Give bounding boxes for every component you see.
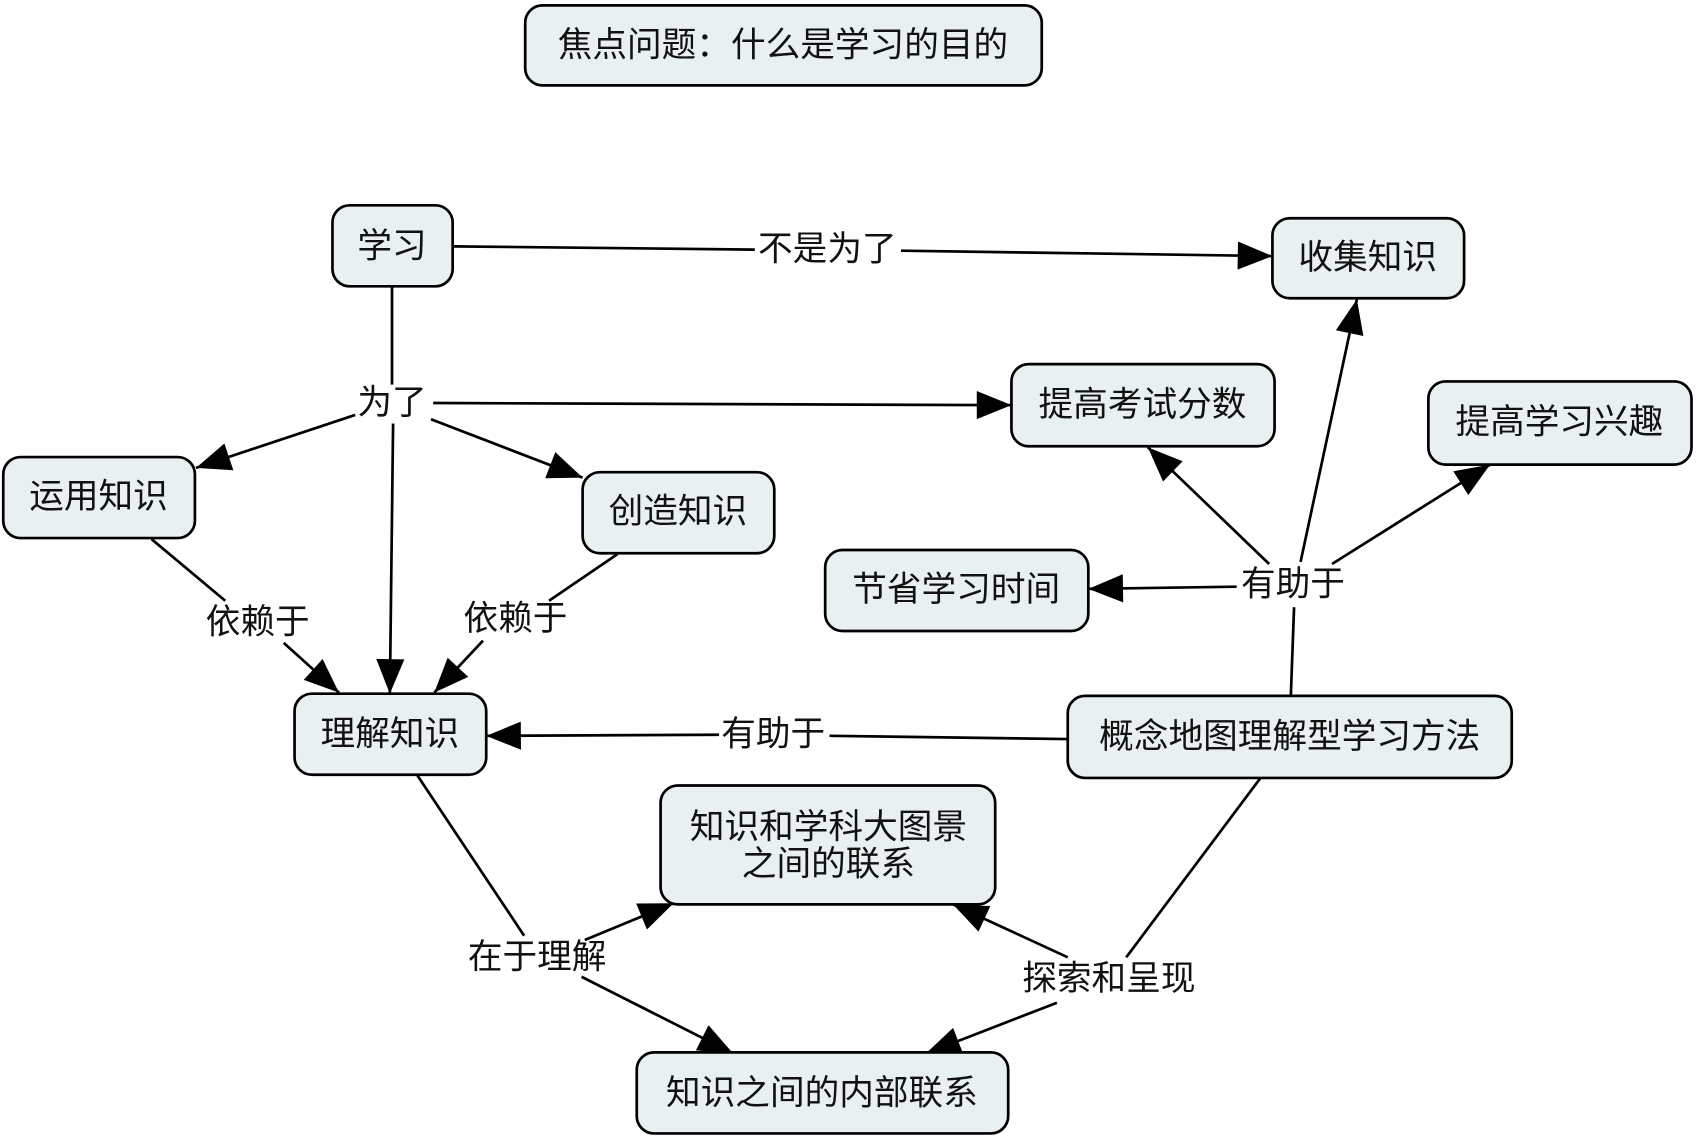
link-apply-to-depends-on	[150, 538, 227, 602]
concept-nodes: 焦点问题：什么是学习的目的 学习 收集知识 提高考试分数 提高学习兴趣 运用知识…	[1, 4, 1693, 1135]
node-box	[1, 455, 197, 540]
node-label: 收集知识	[1298, 238, 1437, 278]
node-label-line-2: 之间的联系	[742, 844, 915, 884]
node-concept-map-method: 概念地图理解型学习方法	[1066, 694, 1514, 780]
node-label: 概念地图理解型学习方法	[1099, 717, 1480, 757]
node-internal-links: 知识之间的内部联系	[635, 1051, 1010, 1135]
arrowhead	[1453, 464, 1491, 495]
node-box	[659, 784, 997, 906]
link-helps-to-understand-knowledge	[486, 733, 720, 738]
node-box	[1271, 216, 1466, 300]
link-create-to-depends-on	[548, 553, 619, 602]
node-label: 提高考试分数	[1039, 385, 1247, 425]
arrowhead	[376, 658, 405, 694]
node-learning: 学习	[331, 203, 455, 288]
link-method-to-helps-top	[1289, 607, 1296, 696]
focus-question-label: 焦点问题：什么是学习的目的	[558, 25, 1008, 65]
arrowhead	[1088, 574, 1124, 603]
arrowhead	[486, 721, 521, 750]
link-label-helps-bottom: 有助于	[721, 715, 825, 755]
node-label: 知识之间的内部联系	[666, 1073, 978, 1113]
node-box	[1066, 694, 1514, 780]
node-label: 运用知识	[29, 477, 168, 517]
link-label-lies-in-understanding: 在于理解	[468, 937, 607, 977]
link-understand-to-lies-in	[415, 773, 526, 937]
node-label: 学习	[357, 226, 426, 266]
arrowhead	[434, 657, 469, 693]
link-for-to-raise-exam-scores	[433, 401, 1012, 407]
node-create-knowledge: 创造知识	[581, 470, 776, 555]
arrowhead	[1147, 447, 1183, 482]
arrowhead	[545, 452, 583, 479]
node-box	[331, 203, 455, 288]
node-label: 创造知识	[609, 492, 748, 532]
arrowhead	[636, 903, 674, 930]
link-label-for: 为了	[357, 383, 426, 423]
node-box	[1010, 362, 1276, 448]
node-label: 理解知识	[321, 715, 460, 755]
link-label-depends-on-right: 依赖于	[463, 599, 567, 639]
node-label: 节省学习时间	[852, 570, 1060, 610]
link-labels: 不是为了 为了 依赖于 依赖于 有助于 有助于 在于理解 探索和呈现	[206, 230, 1345, 999]
node-save-study-time: 节省学习时间	[823, 548, 1090, 633]
arrowhead	[303, 658, 339, 693]
node-raise-exam-scores: 提高考试分数	[1010, 362, 1276, 448]
arrowhead	[925, 1027, 964, 1055]
link-method-to-helps-bottom	[829, 734, 1068, 741]
arrowhead	[952, 904, 991, 932]
node-box	[635, 1051, 1010, 1135]
arrowhead	[1335, 299, 1364, 337]
node-box	[1427, 380, 1693, 466]
arrowhead	[976, 391, 1012, 420]
node-apply-knowledge: 运用知识	[1, 455, 197, 540]
node-raise-learning-interest: 提高学习兴趣	[1427, 380, 1693, 466]
node-big-picture-links: 知识和学科大图景 之间的联系	[659, 784, 997, 906]
node-box	[581, 470, 776, 555]
arrowhead	[1237, 241, 1273, 270]
arrowhead	[196, 443, 234, 471]
link-not-for-to-collect-knowledge	[900, 249, 1273, 258]
link-label-explore-and-present: 探索和呈现	[1022, 959, 1195, 999]
link-method-to-explore-present	[1125, 777, 1262, 959]
node-label-line-1: 知识和学科大图景	[690, 808, 967, 848]
arrowhead	[695, 1025, 734, 1054]
concept-links	[150, 241, 1491, 1055]
node-box	[293, 692, 488, 777]
node-collect-knowledge: 收集知识	[1271, 216, 1466, 300]
node-understand-knowledge: 理解知识	[293, 692, 488, 777]
link-for-to-understand-knowledge	[388, 423, 395, 694]
node-focus-question: 焦点问题：什么是学习的目的	[523, 4, 1044, 87]
link-helps-to-collect-knowledge	[1299, 299, 1359, 563]
link-label-not-for: 不是为了	[758, 230, 897, 270]
link-label-depends-on-left: 依赖于	[206, 602, 310, 642]
node-box	[823, 548, 1090, 633]
node-box	[523, 4, 1044, 87]
node-label: 提高学习兴趣	[1455, 402, 1663, 442]
link-learning-to-not-for	[452, 245, 755, 251]
link-label-helps-top: 有助于	[1241, 565, 1345, 605]
